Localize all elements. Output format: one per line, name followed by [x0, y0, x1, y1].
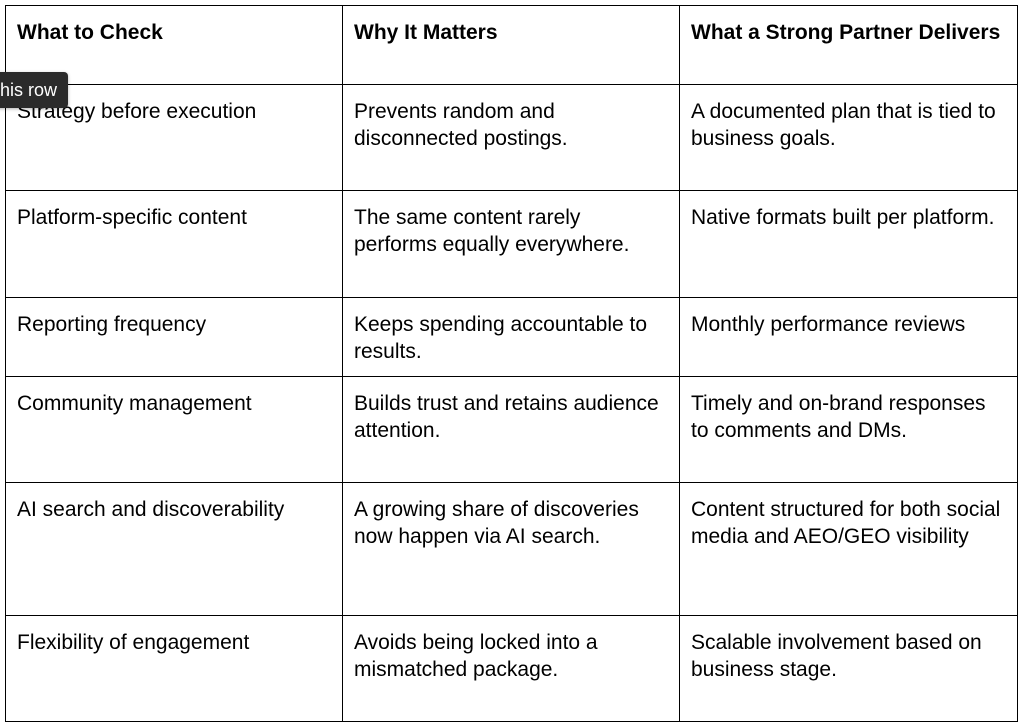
comparison-table: What to Check Why It Matters What a Stro… — [5, 5, 1018, 722]
table-cell[interactable]: Prevents random and disconnected posting… — [342, 84, 680, 191]
table-row[interactable]: Platform-specific content The same conte… — [5, 190, 1018, 298]
table-cell[interactable]: Avoids being locked into a mismatched pa… — [342, 615, 680, 722]
table-cell[interactable]: Builds trust and retains audience attent… — [342, 376, 680, 483]
table-cell[interactable]: A documented plan that is tied to busine… — [679, 84, 1018, 191]
row-tooltip: his row — [0, 72, 69, 108]
table-row[interactable]: AI search and discoverability A growing … — [5, 482, 1018, 616]
table-cell[interactable]: Timely and on-brand responses to comment… — [679, 376, 1018, 483]
table-cell[interactable]: Monthly performance reviews — [679, 297, 1018, 377]
table-cell[interactable]: Community management — [5, 376, 343, 483]
table-cell[interactable]: A growing share of discoveries now happe… — [342, 482, 680, 616]
header-what-a-strong-partner-delivers: What a Strong Partner Delivers — [679, 5, 1018, 85]
table-cell[interactable]: Reporting frequency — [5, 297, 343, 377]
table-cell[interactable]: Content structured for both social media… — [679, 482, 1018, 616]
table-cell[interactable]: Native formats built per platform. — [679, 190, 1018, 298]
table-cell[interactable]: Flexibility of engagement — [5, 615, 343, 722]
table-row[interactable]: Strategy before execution Prevents rando… — [5, 84, 1018, 191]
table-row[interactable]: Community management Builds trust and re… — [5, 376, 1018, 483]
table-cell[interactable]: AI search and discoverability — [5, 482, 343, 616]
header-what-to-check: What to Check — [5, 5, 343, 85]
table-cell[interactable]: The same content rarely performs equally… — [342, 190, 680, 298]
table-cell[interactable]: Keeps spending accountable to results. — [342, 297, 680, 377]
table-cell[interactable]: Strategy before execution — [5, 84, 343, 191]
table-cell[interactable]: Scalable involvement based on business s… — [679, 615, 1018, 722]
table-row[interactable]: Reporting frequency Keeps spending accou… — [5, 297, 1018, 377]
table-header-row: What to Check Why It Matters What a Stro… — [5, 5, 1018, 85]
table-row[interactable]: Flexibility of engagement Avoids being l… — [5, 615, 1018, 722]
table-cell[interactable]: Platform-specific content — [5, 190, 343, 298]
header-why-it-matters: Why It Matters — [342, 5, 680, 85]
